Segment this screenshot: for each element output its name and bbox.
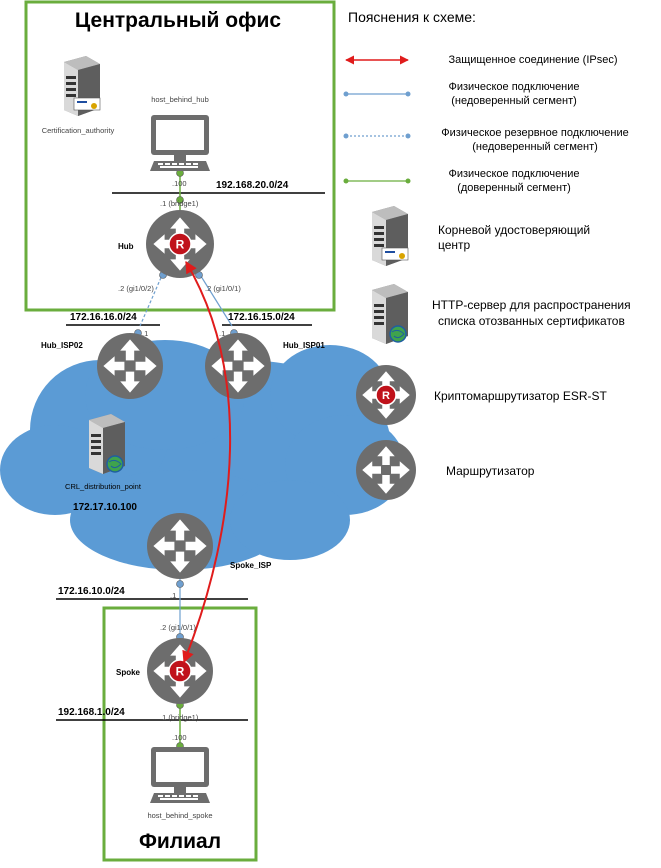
legend-root-ca-text-2: центр bbox=[438, 238, 471, 252]
isp01-router-icon bbox=[205, 333, 271, 399]
legend-trusted-text-2: (доверенный сегмент) bbox=[457, 182, 571, 194]
legend-http-text-1: HTTP-сервер для распространения bbox=[432, 298, 631, 312]
central-office-zone bbox=[24, 0, 336, 312]
hub-crypto-router-icon: R bbox=[146, 210, 214, 278]
legend-backup-text-1: Физическое резервное подключение bbox=[441, 127, 628, 139]
port-spoke-g1: .2 (gi1/0/1) bbox=[160, 623, 196, 632]
port-isp01: .1 bbox=[219, 329, 225, 338]
link-hub-isp01 bbox=[198, 272, 233, 327]
host-behind-spoke-computer-icon bbox=[150, 747, 210, 803]
spoke-label: Spoke bbox=[116, 668, 141, 677]
legend-crypto-router-text: Криптомаршрутизатор ESR-ST bbox=[434, 389, 607, 403]
port-hub-g2: .2 (gi1/0/2) bbox=[118, 284, 154, 293]
central-office-title: Центральный офис bbox=[75, 9, 281, 32]
hub-lan-subnet: 192.168.20.0/24 bbox=[216, 180, 289, 191]
spoke-router-badge: R bbox=[176, 665, 185, 679]
isp02-router-icon bbox=[97, 333, 163, 399]
ipsec-tunnel bbox=[182, 260, 232, 664]
link-hub-isp02 bbox=[139, 272, 164, 327]
legend-router-icon bbox=[356, 440, 416, 500]
legend: Пояснения к схеме: Защищенное соединение… bbox=[343, 9, 631, 500]
spoke-isp-router-icon bbox=[147, 513, 213, 579]
branch-title: Филиал bbox=[139, 830, 221, 853]
legend-trusted-dot-start bbox=[343, 178, 349, 184]
isp01-subnet: 172.16.15.0/24 bbox=[228, 312, 295, 323]
crl-label: CRL_distribution_point bbox=[65, 482, 142, 491]
spoke-wan-subnet: 172.16.10.0/24 bbox=[58, 586, 125, 597]
legend-untrusted-text-1: Физическое подключение bbox=[448, 81, 579, 93]
dot-hub-bridge bbox=[176, 196, 184, 204]
spoke-lan-subnet: 192.168.1.0/24 bbox=[58, 707, 125, 718]
isp01-label: Hub_ISP01 bbox=[283, 341, 325, 350]
host-behind-hub-computer-icon bbox=[150, 115, 210, 171]
port-host-hub: .100 bbox=[172, 179, 187, 188]
legend-root-ca-server-icon bbox=[372, 206, 409, 266]
spoke-crypto-router-icon: R bbox=[147, 638, 213, 704]
legend-http-text-2: списка отозванных сертификатов bbox=[438, 314, 625, 328]
ca-label: Certification_authority bbox=[42, 126, 115, 135]
port-hub-g1: .2 (gi1/0/1) bbox=[205, 284, 241, 293]
isp02-subnet: 172.16.16.0/24 bbox=[70, 312, 137, 323]
legend-crypto-router-icon: R bbox=[356, 365, 416, 425]
isp02-label: Hub_ISP02 bbox=[41, 341, 83, 350]
legend-ipsec-text: Защищенное соединение (IPsec) bbox=[448, 54, 617, 66]
host-spoke-label: host_behind_spoke bbox=[147, 811, 212, 820]
host-hub-label: host_behind_hub bbox=[151, 95, 209, 104]
port-spoke-bridge: .1 (bridge1) bbox=[160, 713, 199, 722]
legend-backup-text-2: (недоверенный сегмент) bbox=[472, 141, 598, 153]
legend-trusted-text-1: Физическое подключение bbox=[448, 168, 579, 180]
spoke-isp-label: Spoke_ISP bbox=[230, 561, 272, 570]
crl-distribution-server-icon bbox=[89, 414, 125, 474]
legend-untrusted-dot-end bbox=[405, 91, 411, 97]
legend-http-server-icon bbox=[372, 284, 408, 344]
hub-router-badge: R bbox=[176, 238, 185, 252]
legend-backup-dot-end bbox=[405, 133, 411, 139]
legend-untrusted-text-2: (недоверенный сегмент) bbox=[451, 95, 577, 107]
legend-root-ca-text-1: Корневой удостоверяющий bbox=[438, 223, 590, 237]
certification-authority-server-icon bbox=[64, 56, 101, 116]
legend-router-badge: R bbox=[382, 390, 390, 402]
legend-untrusted-dot-start bbox=[343, 91, 349, 97]
port-isp02: .1 bbox=[142, 329, 148, 338]
legend-trusted-dot-end bbox=[405, 178, 411, 184]
port-host-spoke: .100 bbox=[172, 733, 187, 742]
hub-label: Hub bbox=[118, 242, 134, 251]
port-spoke-isp: .1 bbox=[170, 591, 176, 600]
crl-ip-label: 172.17.10.100 bbox=[73, 502, 137, 513]
legend-title: Пояснения к схеме: bbox=[348, 9, 476, 25]
legend-backup-dot-start bbox=[343, 133, 349, 139]
legend-router-text: Маршрутизатор bbox=[446, 464, 535, 478]
port-hub-bridge: .1 (bridge1) bbox=[160, 199, 199, 208]
dot-spokeisp bbox=[176, 580, 184, 588]
